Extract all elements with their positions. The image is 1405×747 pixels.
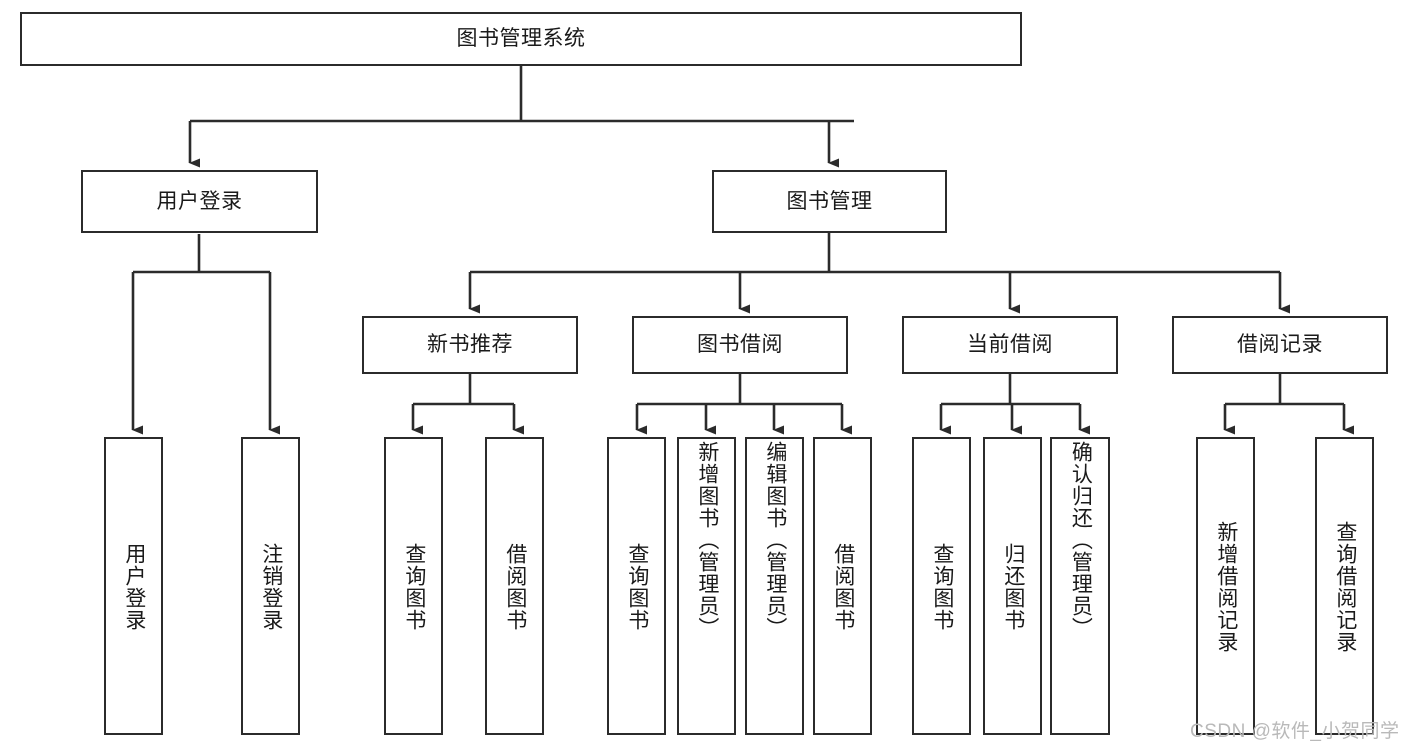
node-leaf-borrow-book-2[interactable]: 借阅图书	[813, 437, 872, 735]
node-leaf-query-book-2[interactable]: 查询图书	[607, 437, 666, 735]
node-new-book-recommend[interactable]: 新书推荐	[362, 316, 578, 374]
node-root[interactable]: 图书管理系统	[20, 12, 1022, 66]
csdn-watermark: CSDN @软件_小贺同学	[1190, 721, 1400, 742]
node-borrow-record-label: 借阅记录	[1237, 333, 1323, 357]
node-leaf-confirm-return-label: 确认归还（管理员）	[1069, 441, 1093, 639]
node-book-borrow[interactable]: 图书借阅	[632, 316, 848, 374]
node-current-borrow[interactable]: 当前借阅	[902, 316, 1118, 374]
node-book-manage[interactable]: 图书管理	[712, 170, 947, 233]
node-book-manage-label: 图书管理	[786, 189, 873, 213]
node-leaf-user-logout[interactable]: 注销登录	[241, 437, 300, 735]
node-leaf-user-login-label: 用户登录	[122, 543, 146, 631]
node-leaf-query-book-3-label: 查询图书	[930, 543, 954, 631]
node-leaf-query-book-3[interactable]: 查询图书	[912, 437, 971, 735]
node-user-login-label: 用户登录	[156, 189, 243, 213]
node-leaf-add-record[interactable]: 新增借阅记录	[1196, 437, 1255, 735]
node-book-borrow-label: 图书借阅	[697, 333, 783, 357]
node-leaf-borrow-book-2-label: 借阅图书	[831, 543, 855, 631]
node-current-borrow-label: 当前借阅	[967, 333, 1053, 357]
node-leaf-query-book-2-label: 查询图书	[625, 543, 649, 631]
node-leaf-query-record-label: 查询借阅记录	[1333, 521, 1357, 653]
node-borrow-record[interactable]: 借阅记录	[1172, 316, 1388, 374]
node-leaf-query-book-1[interactable]: 查询图书	[384, 437, 443, 735]
node-leaf-edit-book-label: 编辑图书（管理员）	[763, 441, 787, 639]
node-leaf-edit-book[interactable]: 编辑图书（管理员）	[745, 437, 804, 735]
node-leaf-borrow-book-1[interactable]: 借阅图书	[485, 437, 544, 735]
node-leaf-user-login[interactable]: 用户登录	[104, 437, 163, 735]
node-leaf-user-logout-label: 注销登录	[259, 543, 283, 631]
node-leaf-add-record-label: 新增借阅记录	[1214, 521, 1238, 653]
node-root-label: 图书管理系统	[456, 27, 586, 51]
node-leaf-query-book-1-label: 查询图书	[402, 543, 426, 631]
node-leaf-confirm-return[interactable]: 确认归还（管理员）	[1050, 437, 1110, 735]
node-leaf-add-book-label: 新增图书（管理员）	[695, 441, 719, 639]
node-leaf-borrow-book-1-label: 借阅图书	[503, 543, 527, 631]
node-leaf-query-record[interactable]: 查询借阅记录	[1315, 437, 1374, 735]
node-leaf-return-book-label: 归还图书	[1001, 543, 1025, 631]
node-user-login[interactable]: 用户登录	[81, 170, 318, 233]
node-leaf-add-book[interactable]: 新增图书（管理员）	[677, 437, 736, 735]
node-leaf-return-book[interactable]: 归还图书	[983, 437, 1042, 735]
node-new-book-recommend-label: 新书推荐	[427, 333, 513, 357]
